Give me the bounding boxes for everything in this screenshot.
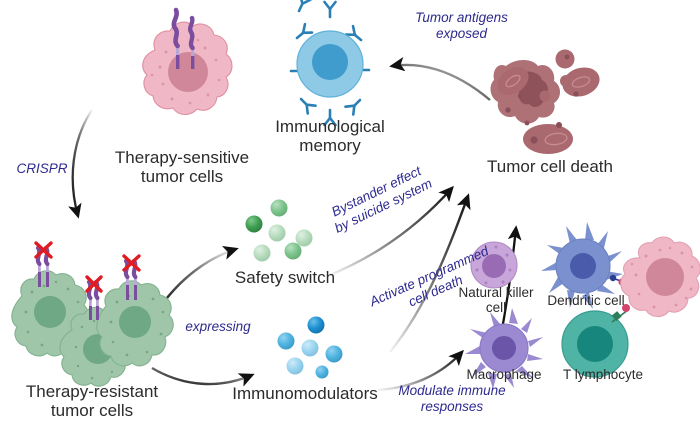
label-immunological-memory: Immunological memory: [255, 117, 405, 155]
tumor-nucleus: [168, 52, 208, 92]
therapy-resistant-tumor-cells: [11, 241, 174, 387]
tumor-cell-death-blob: [490, 49, 600, 154]
label-immunological-memory-line1: Immunological: [275, 117, 385, 136]
receptor-icon-1: [171, 7, 180, 69]
blocked-receptor-icon-1: [34, 241, 53, 287]
tcr-receptor-link: [611, 304, 630, 323]
pseudopodia: [465, 308, 543, 389]
natural-killer-cell: [470, 241, 518, 289]
cytoplasm-speckles: [150, 38, 221, 105]
x-mark: [85, 275, 103, 293]
annotation-modulate-line1: Modulate immune: [398, 383, 506, 398]
label-safety-switch: Safety switch: [234, 268, 336, 287]
label-macrophage: Macrophage: [466, 367, 542, 382]
annotation-expressing: expressing: [185, 319, 251, 334]
label-dendritic-cell: Dendritic cell: [547, 293, 625, 308]
t-lymphocyte-cell: [561, 304, 630, 378]
label-therapy-sensitive: Therapy-sensitive tumor cells: [97, 148, 267, 186]
arrow-crispr: [68, 109, 93, 219]
annotation-crispr: CRISPR: [16, 161, 68, 176]
safety-switch-molecules: [245, 199, 313, 262]
label-natural-killer-line2: cell: [485, 300, 507, 315]
label-natural-killer-cell: Natural killer cell: [456, 285, 536, 315]
label-natural-killer-line1: Natural killer: [458, 285, 534, 300]
label-therapy-sensitive-line1: Therapy-sensitive: [114, 148, 250, 167]
annotation-tumor-antigens-line1: Tumor antigens: [415, 10, 508, 25]
annotation-tumor-antigens-line2: exposed: [435, 26, 488, 41]
immunological-memory-cell: [289, 0, 371, 127]
label-therapy-resistant: Therapy-resistant tumor cells: [7, 382, 177, 420]
label-immunomodulators: Immunomodulators: [232, 384, 378, 403]
arrow-tumor-antigens-exposed: [389, 56, 491, 101]
label-therapy-resistant-line1: Therapy-resistant: [25, 382, 159, 401]
arrow-to-immunomodulators: [151, 366, 255, 387]
receptor-icon-2: [187, 15, 195, 69]
label-therapy-resistant-line2: tumor cells: [50, 401, 134, 420]
label-immunological-memory-line2: memory: [299, 136, 361, 155]
therapy-sensitive-tumor-cell: [142, 7, 233, 116]
arrow-modulate-immune: [377, 349, 464, 392]
annotation-modulate-immune: Modulate immune responses: [382, 383, 522, 415]
label-tumor-cell-death: Tumor cell death: [487, 157, 613, 176]
arrow-bystander-effect: [329, 185, 454, 277]
label-t-lymphocyte: T lymphocyte: [562, 367, 644, 382]
x-mark: [34, 241, 53, 259]
immunomodulator-molecules: [277, 316, 343, 379]
label-therapy-sensitive-line2: tumor cells: [140, 167, 224, 186]
dendritic-cell: [541, 222, 627, 309]
target-tumor-cell: [620, 236, 700, 318]
macrophage-cell: [465, 308, 543, 389]
annotation-modulate-line2: responses: [420, 399, 484, 414]
annotation-tumor-antigens-exposed: Tumor antigens exposed: [399, 10, 524, 42]
arrow-activate-cell-death: [389, 193, 471, 353]
blocked-receptor-icon-2: [85, 275, 103, 320]
blocked-receptor-icon-3: [122, 254, 141, 300]
x-mark: [122, 254, 141, 272]
